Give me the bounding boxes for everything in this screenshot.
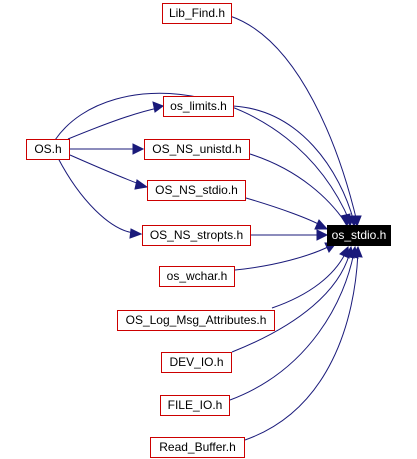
edge-os_limits-os_stdio [232,105,355,223]
edge-os_log_msg-os_stdio [271,251,347,309]
arrowhead [132,143,145,155]
node-os-stdio-h-target: os_stdio.h [327,225,391,246]
arrowhead [352,245,363,258]
node-os-wchar-h[interactable]: os_wchar.h [159,266,235,287]
node-file-io-h[interactable]: FILE_IO.h [160,395,230,416]
node-os-limits-h[interactable]: os_limits.h [163,96,234,117]
node-read-buffer-h[interactable]: Read_Buffer.h [150,437,245,458]
edge-file_io-os_stdio [229,251,355,401]
arrowhead [316,229,329,241]
node-os-ns-unistd-h[interactable]: OS_NS_unistd.h [144,139,250,160]
edge-os-os_limits [67,107,159,140]
node-lib-find-h[interactable]: Lib_Find.h [162,3,232,24]
arrowhead [134,179,149,190]
node-os-h[interactable]: OS.h [26,139,70,160]
edge-os_ns_stdio-os_stdio [245,197,323,227]
arrowhead [340,213,351,228]
edge-dev_io-os_stdio [231,251,351,353]
node-dev-io-h[interactable]: DEV_IO.h [161,352,232,373]
edge-os_ns_unistd-os_stdio [249,153,346,223]
node-os-log-msg-attributes-h[interactable]: OS_Log_Msg_Attributes.h [117,310,275,331]
edge-read_buffer-os_stdio [244,251,359,441]
edge-os-os_ns_stdio [69,154,143,186]
edge-os_wchar-os_stdio [234,245,331,271]
edge-lib_find-os_stdio [229,15,358,223]
arrowhead [314,219,329,230]
node-os-ns-stdio-h[interactable]: OS_NS_stdio.h [147,180,246,201]
arrowhead [152,101,165,113]
node-os-ns-stropts-h[interactable]: OS_NS_stropts.h [142,225,251,246]
arrowhead [129,228,143,239]
edge-os-os_ns_stropts [57,157,135,234]
